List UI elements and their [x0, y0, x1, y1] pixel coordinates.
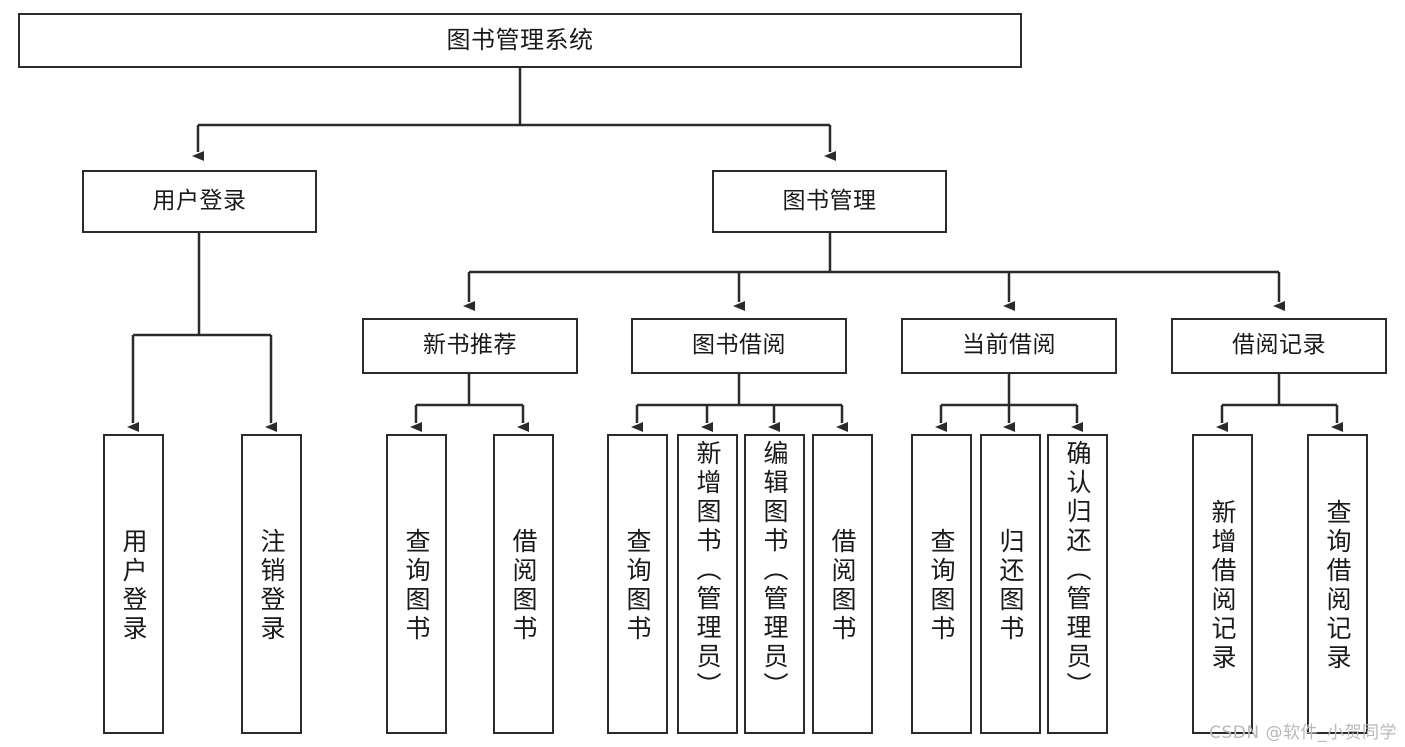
node-label: 借阅图书	[509, 528, 538, 644]
node-label: 图书管理系统	[446, 26, 594, 55]
node-book-management[interactable]: 图书管理	[712, 170, 947, 233]
leaf-new-book-borrow[interactable]: 借阅图书	[493, 434, 554, 734]
node-label: 查询借阅记录	[1323, 499, 1352, 673]
node-label: 新增图书（管理员）	[693, 440, 722, 701]
node-label: 查询图书	[927, 528, 956, 644]
node-label: 图书借阅	[692, 332, 786, 359]
node-root-library-system[interactable]: 图书管理系统	[18, 13, 1022, 68]
node-borrow-record[interactable]: 借阅记录	[1171, 318, 1387, 374]
node-label: 图书管理	[782, 187, 877, 214]
node-label: 归还图书	[996, 528, 1025, 644]
node-current-borrow[interactable]: 当前借阅	[901, 318, 1117, 374]
node-label: 当前借阅	[962, 332, 1056, 359]
node-user-login[interactable]: 用户登录	[82, 170, 317, 233]
node-label: 新增借阅记录	[1208, 499, 1237, 673]
node-label: 查询图书	[402, 528, 431, 644]
node-label: 确认归还（管理员）	[1063, 440, 1092, 701]
leaf-user-login-signout[interactable]: 注销登录	[241, 434, 302, 734]
node-label: 新书推荐	[423, 332, 517, 359]
leaf-borrow-borrow-book[interactable]: 借阅图书	[812, 434, 873, 734]
leaf-borrow-add-book-admin[interactable]: 新增图书（管理员）	[677, 434, 738, 734]
leaf-new-book-query[interactable]: 查询图书	[386, 434, 447, 734]
leaf-record-query-borrow-record[interactable]: 查询借阅记录	[1307, 434, 1368, 734]
leaf-current-query-book[interactable]: 查询图书	[911, 434, 972, 734]
node-label: 查询图书	[623, 528, 652, 644]
node-label: 借阅图书	[828, 528, 857, 644]
node-label: 用户登录	[152, 187, 247, 214]
node-label: 编辑图书（管理员）	[760, 440, 789, 701]
node-book-borrow[interactable]: 图书借阅	[631, 318, 847, 374]
leaf-borrow-query-book[interactable]: 查询图书	[607, 434, 668, 734]
node-new-book-recommend[interactable]: 新书推荐	[362, 318, 578, 374]
leaf-user-login-signin[interactable]: 用户登录	[103, 434, 164, 734]
node-label: 注销登录	[257, 528, 286, 644]
leaf-current-return-book[interactable]: 归还图书	[980, 434, 1041, 734]
leaf-current-confirm-return-admin[interactable]: 确认归还（管理员）	[1047, 434, 1108, 734]
leaf-record-add-borrow-record[interactable]: 新增借阅记录	[1192, 434, 1253, 734]
node-label: 用户登录	[119, 528, 148, 644]
node-label: 借阅记录	[1232, 332, 1326, 359]
leaf-borrow-edit-book-admin[interactable]: 编辑图书（管理员）	[744, 434, 805, 734]
